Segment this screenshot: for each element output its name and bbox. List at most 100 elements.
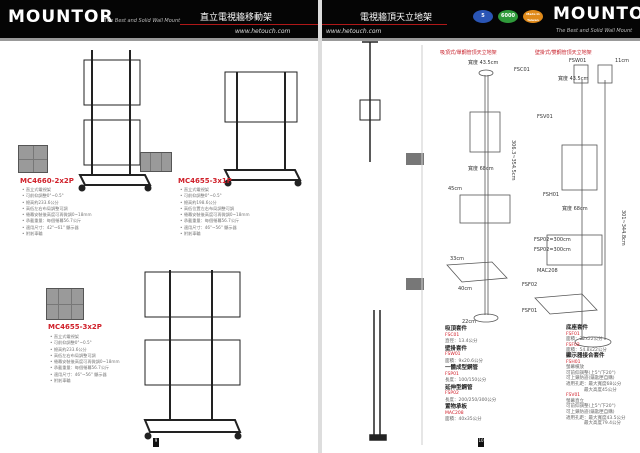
diagram-label: 寬度 43.5cm <box>468 59 498 66</box>
spec-code: FSP01 <box>445 371 459 377</box>
feature: 高低左右布局調整可調 <box>22 206 92 212</box>
divider <box>322 38 640 41</box>
stand-mc4655-3x1p <box>223 71 302 187</box>
feature: 高低左右布局調整可調 <box>50 353 120 359</box>
feature: 螢幕安裝後高度可再微調0~18mm <box>50 359 120 365</box>
diagram-label: 45cm <box>448 186 462 192</box>
diagram-label: FSC01 <box>514 67 530 73</box>
diagram-label: FSP02=300cm <box>534 247 571 253</box>
diagram-labels: FSC01 FSW01 FSV01 FSH01 FSP02=300cm FSP0… <box>448 58 629 325</box>
right-illustrations: FSC01 FSW01 FSV01 FSH01 FSP02=300cm FSP0… <box>359 41 629 445</box>
spec-detail: 長度：200/250/300公分 <box>445 397 497 403</box>
spec-name: 壁掛套件 <box>445 345 468 352</box>
ceiling-pole-photo <box>359 41 381 162</box>
diagram-label: 306.3~354.5cm <box>510 140 516 181</box>
spec-feature: 最大高度45公分 <box>584 387 617 393</box>
feature: 總高約233.6公分 <box>50 347 120 353</box>
diagram-label: 33cm <box>450 256 464 262</box>
section-title-wall: 壁掛式/雙鋼管頂天立地架 <box>535 50 592 56</box>
diagram-label: FSW01 <box>569 58 586 64</box>
spec-detail: 直徑：13.4公分 <box>445 339 478 344</box>
diagram-label: 301~344.8cm <box>620 210 626 246</box>
feature: 附剎車輪 <box>22 231 92 237</box>
spec-name: 吸頂套件 <box>445 326 468 332</box>
spec-detail: 面積：9x20.6公分 <box>445 358 484 364</box>
product-illustrations <box>78 50 302 440</box>
diagram-label: FSH01 <box>543 192 559 198</box>
section-title-ceiling: 吸頂式/單鋼管頂天立地架 <box>440 50 497 56</box>
divider <box>0 38 318 41</box>
feature-list: 直立式電視架可前仰調整0°~0.5°總高約233.6公分高低左右布局調整可調螢幕… <box>50 334 120 384</box>
diagram-label: FSV01 <box>537 114 553 120</box>
stand-mc4655-3x2p <box>143 270 242 440</box>
diagram-label: FSF01 <box>522 308 537 314</box>
spec-code: FSC01 <box>445 332 460 338</box>
spec-detail: 面積：54.8x22公分 <box>566 348 607 354</box>
spec-feature: 可上鎖防盜(鑰匙匣自購) <box>566 376 615 382</box>
spec-feature: 可上鎖防盜(鑰匙匣自購) <box>566 409 615 415</box>
feature: 適用尺寸：46"~56" 顯示器 <box>50 372 120 378</box>
thumbnail <box>406 153 424 165</box>
spec-detail: 面積：22x22公分 <box>566 337 603 343</box>
spec-code: FSW01 <box>445 352 461 357</box>
diagram-label: FSP02=300cm <box>534 237 571 243</box>
feature: 直立式電視架 <box>50 334 120 340</box>
brand-logo: MOUNTOR <box>553 4 640 24</box>
spec-code: FSF02 <box>566 342 580 348</box>
feature: 適用尺寸：46"~56" 顯示器 <box>180 225 250 231</box>
spec-code: FSH01 <box>566 359 581 365</box>
feature: 直立式電視架 <box>22 187 92 193</box>
diagram-label: MAC208 <box>537 268 558 274</box>
spec-code: MAC208 <box>445 410 464 416</box>
feature: 可前仰調整0°~0.5° <box>22 193 92 199</box>
layout-thumbnail-3x1 <box>140 152 172 172</box>
layout-thumbnail-2x2 <box>18 145 48 173</box>
feature: 承載重量：每個螢幕56.7公斤 <box>50 365 120 371</box>
feature: 總高約198.6公分 <box>180 200 250 206</box>
tagline: The Best and Solid Wall Mount <box>104 18 181 24</box>
technical-diagram <box>446 64 613 348</box>
left-header-band <box>0 0 318 38</box>
website-url: www.hetouch.com <box>326 28 382 35</box>
diagram-label: 11cm <box>615 58 629 64</box>
load-badge: 6000 <box>498 10 518 23</box>
model-name: MC4655-3x1P <box>178 177 232 185</box>
feature: 可前仰調整0°~0.5° <box>180 193 250 199</box>
feature: 螢幕安裝後高度可再微調0~18mm <box>180 212 250 218</box>
spec-name: 顯示器接合套件 <box>566 352 605 359</box>
feature: 承載重量：每個螢幕56.7公斤 <box>22 218 92 224</box>
made-in-taiwan-badge: Made in Taiwan <box>523 10 543 23</box>
model-name: MC4660-2x2P <box>20 177 74 185</box>
divider <box>322 24 447 25</box>
spec-feature: 最大高度79.4公分 <box>584 421 622 427</box>
spec-code: FSP02 <box>445 391 459 396</box>
feature: 附剎車輪 <box>180 231 250 237</box>
page-title: 直立電視牆移動架 <box>200 13 273 23</box>
diagram-label: 寬度 68cm <box>562 205 588 212</box>
page-number: 10 <box>478 438 484 447</box>
spec-feature: 可前仰調整(上5°/下20°) <box>566 370 616 376</box>
feature: 高低位置左右布局調整可調 <box>180 206 250 212</box>
divider <box>180 24 318 25</box>
page-title: 電視牆頂天立地架 <box>360 13 433 23</box>
feature: 螢幕安裝後高度可再微調0~18mm <box>22 212 92 218</box>
diagram-label: 寬度 68cm <box>468 165 494 172</box>
spec-name: 延伸型鋼管 <box>445 384 473 391</box>
feature: 總高約233.6公分 <box>22 200 92 206</box>
feature-list: 直立式電視架可前仰調整0°~0.5°總高約198.6公分高低位置左右布局調整可調… <box>180 187 250 237</box>
diagram-label: 40cm <box>458 286 472 292</box>
spec-feature: 可前仰調整(上5°/下20°) <box>566 404 616 410</box>
warranty-badge: 5 <box>473 10 493 23</box>
layout-thumbnail-3x2 <box>46 288 84 320</box>
feature: 直立式電視架 <box>180 187 250 193</box>
spec-feature: 螢幕橫放 <box>566 365 584 371</box>
floor-pole-photo <box>369 310 387 441</box>
page-gutter <box>318 0 322 453</box>
diagram-label: FSF02 <box>522 282 537 288</box>
website-url: www.hetouch.com <box>235 28 291 35</box>
brand-logo: MOUNTOR <box>8 7 114 27</box>
spec-code: FSF01 <box>566 331 580 337</box>
model-name: MC4655-3x2P <box>48 323 102 331</box>
feature: 適用尺寸：42"~61" 顯示器 <box>22 225 92 231</box>
